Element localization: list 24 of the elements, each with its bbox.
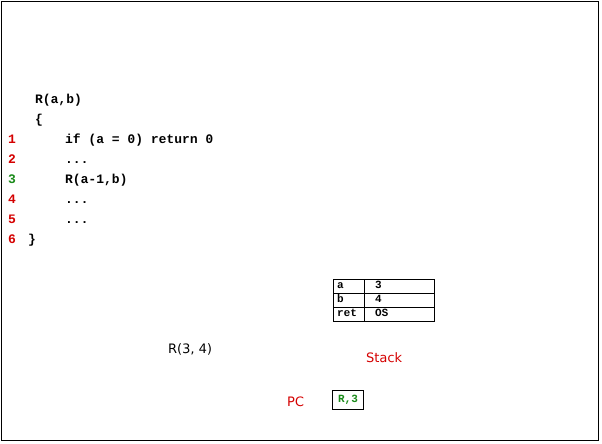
- register-box: R,3: [332, 390, 364, 410]
- code-line: R(a-1,b): [65, 173, 128, 187]
- table-cell: OS: [364, 308, 434, 322]
- call-text: R(3, 4): [168, 343, 212, 357]
- line-number: 5: [8, 213, 16, 227]
- stack-caption: Stack: [366, 352, 402, 366]
- line-number: 1: [8, 133, 16, 147]
- code-line: ...: [65, 193, 88, 207]
- table-cell: 3: [364, 280, 434, 294]
- code-line: ...: [65, 213, 88, 227]
- code-line: {: [35, 113, 43, 127]
- line-number: 6: [8, 233, 16, 247]
- table-cell: b: [334, 294, 364, 308]
- code-line: }: [28, 233, 36, 247]
- table-cell: ret: [334, 308, 364, 322]
- code-line: R(a,b): [35, 93, 82, 107]
- line-number: 3: [8, 173, 16, 187]
- register-label: PC: [287, 396, 304, 410]
- table-cell: a: [334, 280, 364, 294]
- line-number: 2: [8, 153, 16, 167]
- line-number: 4: [8, 193, 16, 207]
- table-cell: 4: [364, 294, 434, 308]
- code-line: if (a = 0) return 0: [65, 133, 214, 147]
- code-line: ...: [65, 153, 88, 167]
